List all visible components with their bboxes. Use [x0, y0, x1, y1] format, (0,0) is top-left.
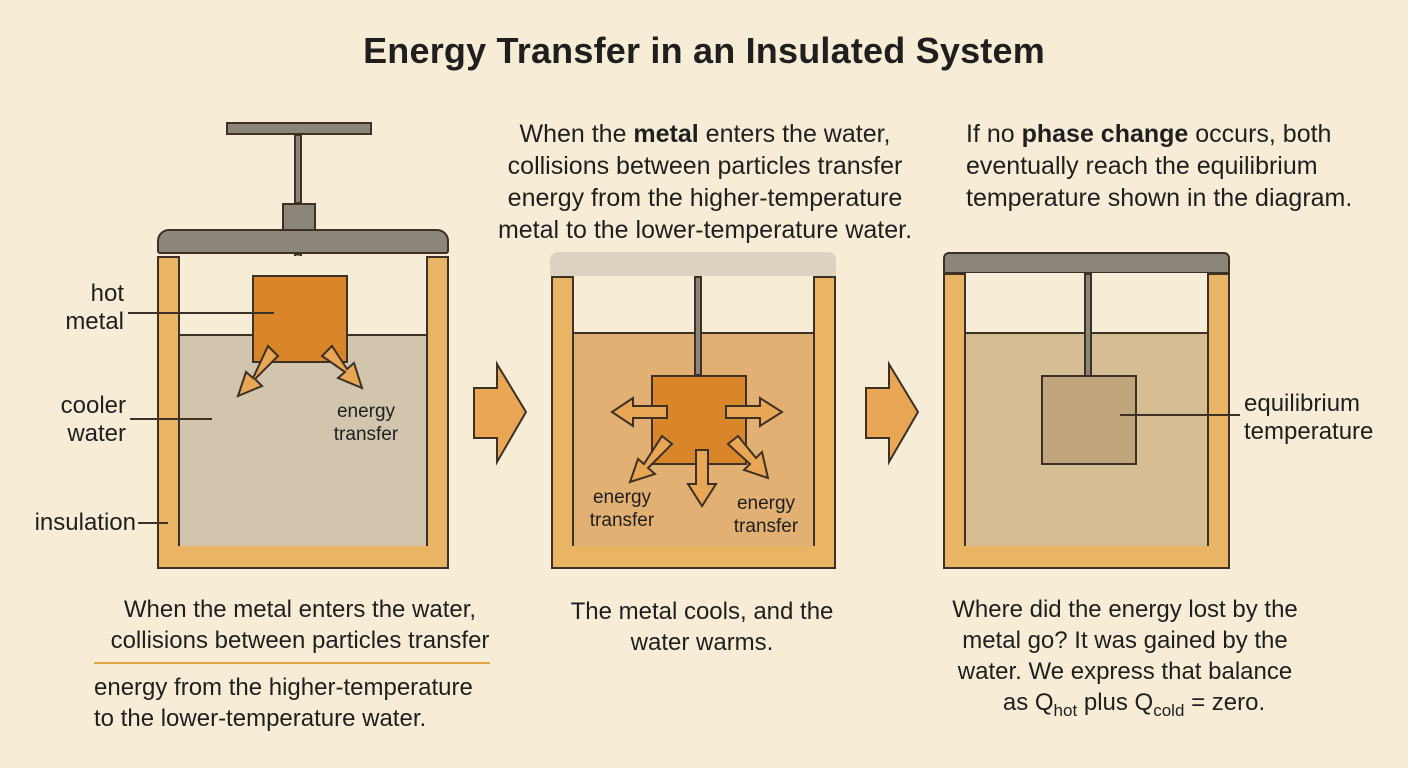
transfer-text: transfer	[333, 424, 399, 445]
panel1-caption-line3: energy from the higher-temperature	[94, 674, 473, 701]
energy-arrow-down-left-icon	[628, 434, 674, 484]
panel3-caption-line3: water. We express that balance	[957, 658, 1293, 685]
equilibrium-text: equilibrium	[1244, 390, 1361, 417]
container-lid	[550, 252, 836, 276]
equilibrium-metal-block	[1041, 375, 1137, 465]
label-water: water	[67, 420, 126, 447]
label-energy-transfer: energy transfer	[318, 400, 414, 446]
panel2-caption: The metal cools, and the water warms.	[530, 596, 874, 658]
subscript-cold: cold	[1153, 700, 1185, 720]
cool-water	[180, 334, 426, 546]
energy-text: energy	[336, 401, 396, 422]
leader-cooler-water	[130, 418, 212, 420]
label-hot: hot	[90, 280, 124, 307]
energy-text: energy	[592, 487, 652, 508]
panel1-caption-line4: to the lower-temperature water.	[94, 705, 427, 732]
panel2-top-line3: energy from the higher-temperature	[507, 184, 903, 212]
temperature-text: temperature	[1244, 418, 1374, 445]
label-equilibrium-temperature: equilibrium temperature	[1244, 390, 1394, 446]
energy-arrow-down-left-icon	[236, 344, 280, 398]
label-metal: metal	[65, 308, 124, 335]
energy-arrow-down-icon	[686, 449, 718, 508]
panel2-top-line1: When the metal enters the water,	[519, 120, 891, 148]
energy-arrow-left-icon	[610, 396, 668, 428]
leader-equilibrium	[1120, 414, 1240, 416]
label-energy-transfer-right: energy transfer	[716, 492, 816, 538]
energy-arrow-down-right-icon	[320, 344, 364, 390]
page-title: Energy Transfer in an Insulated System	[363, 30, 1045, 71]
transition-arrow-2-icon	[865, 360, 920, 466]
leader-insulation	[138, 522, 168, 524]
label-cooler: cooler	[60, 392, 126, 419]
energy-arrow-right-icon	[725, 396, 784, 428]
plunger-collar	[282, 203, 316, 231]
panel3-top-line2: eventually reach the equilibrium	[966, 152, 1318, 180]
leader-hot-metal	[128, 312, 274, 314]
panel1-caption: When the metal enters the water, collisi…	[80, 594, 520, 656]
container-lid	[157, 229, 449, 254]
panel3-top-line3: temperature shown in the diagram.	[966, 184, 1353, 212]
panel3-top-line1: If no phase change occurs, both	[966, 120, 1332, 148]
panel3-caption: Where did the energy lost by the metal g…	[920, 594, 1330, 726]
panel1-caption-lower: energy from the higher-temperature to th…	[94, 672, 514, 734]
label-energy-transfer-left: energy transfer	[572, 486, 672, 532]
panel1-caption-line1: When the metal enters the water,	[123, 596, 477, 623]
transition-arrow-1-icon	[473, 360, 528, 466]
panel3-top-text: If no phase change occurs, both eventual…	[966, 118, 1386, 214]
panel2-top-line4: metal to the lower-temperature water.	[497, 216, 913, 244]
energy-text: energy	[736, 493, 796, 514]
panel2-caption-line2: water warms.	[630, 629, 774, 656]
panel2-top-line2: collisions between particles transfer	[507, 152, 903, 180]
panel3-caption-equation: as Qhot plus Qcold = zero.	[1002, 689, 1266, 720]
transfer-text: transfer	[589, 510, 655, 531]
transfer-text: transfer	[733, 516, 799, 537]
energy-arrow-down-right-icon	[726, 434, 770, 480]
panel3-caption-line1: Where did the energy lost by the	[952, 596, 1298, 623]
caption-underline	[94, 662, 490, 664]
subscript-hot: hot	[1053, 700, 1078, 720]
panel1-caption-line2: collisions between particles transfer	[110, 627, 490, 654]
label-insulation: insulation	[34, 509, 136, 536]
panel2-caption-line1: The metal cools, and the	[570, 598, 834, 625]
panel3-caption-line2: metal go? It was gained by the	[962, 627, 1288, 654]
cooling-metal-block	[651, 375, 747, 465]
panel2-top-text: When the metal enters the water, collisi…	[470, 118, 940, 246]
